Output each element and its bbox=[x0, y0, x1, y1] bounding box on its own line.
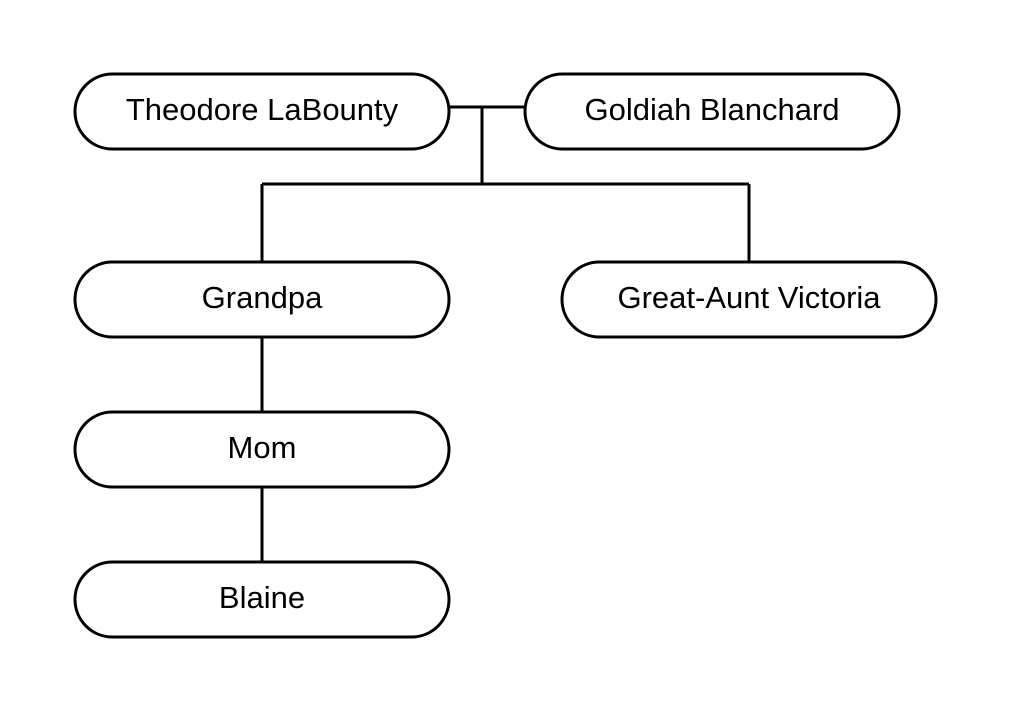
node-mom[interactable]: Mom bbox=[73, 410, 451, 489]
node-blaine[interactable]: Blaine bbox=[73, 560, 451, 639]
node-shape bbox=[73, 560, 451, 639]
node-shape bbox=[73, 260, 451, 339]
node-label: Theodore LaBounty bbox=[126, 92, 399, 127]
node-great-aunt-victoria[interactable]: Great-Aunt Victoria bbox=[560, 260, 938, 339]
node-label: Mom bbox=[228, 430, 297, 465]
connectors bbox=[260, 105, 751, 562]
node-shape bbox=[523, 72, 901, 151]
node-label: Goldiah Blanchard bbox=[584, 92, 839, 127]
node-shape bbox=[560, 260, 938, 339]
node-grandpa[interactable]: Grandpa bbox=[73, 260, 451, 339]
node-goldiah-blanchard[interactable]: Goldiah Blanchard bbox=[523, 72, 901, 151]
node-label: Great-Aunt Victoria bbox=[617, 280, 881, 315]
node-label: Blaine bbox=[219, 580, 305, 615]
node-theodore-labounty[interactable]: Theodore LaBounty bbox=[73, 72, 451, 151]
node-shape bbox=[73, 410, 451, 489]
node-shape bbox=[73, 72, 451, 151]
node-label: Grandpa bbox=[202, 280, 323, 315]
